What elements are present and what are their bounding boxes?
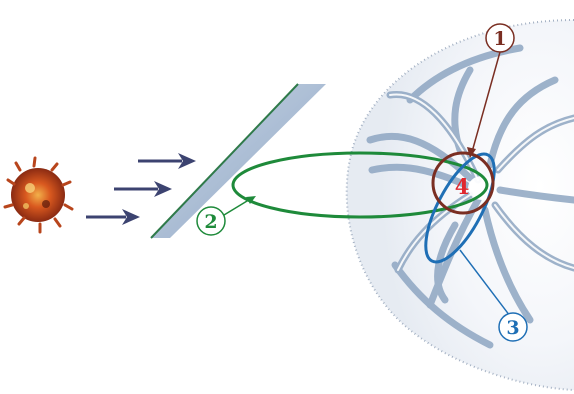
label-1-text: 1 <box>493 28 506 50</box>
sun-icon <box>3 156 74 234</box>
arrow-right-icon <box>138 153 196 169</box>
orbit-3 <box>424 152 511 317</box>
orbit-1 <box>431 51 501 215</box>
orbit-2 <box>223 151 489 219</box>
arrow-right-icon <box>114 181 172 197</box>
magnetosphere-icon <box>345 19 574 391</box>
label-1: 1 <box>485 23 515 53</box>
label-2: 2 <box>196 206 226 236</box>
arrow-right-icon <box>86 209 140 225</box>
plate-icon <box>150 83 326 239</box>
solar-wind-arrows <box>86 153 196 225</box>
label-3: 3 <box>498 312 528 342</box>
label-4-text: 4 <box>455 174 470 199</box>
label-4: 4 <box>455 174 470 199</box>
label-3-text: 3 <box>506 317 519 339</box>
label-2-text: 2 <box>204 211 217 233</box>
